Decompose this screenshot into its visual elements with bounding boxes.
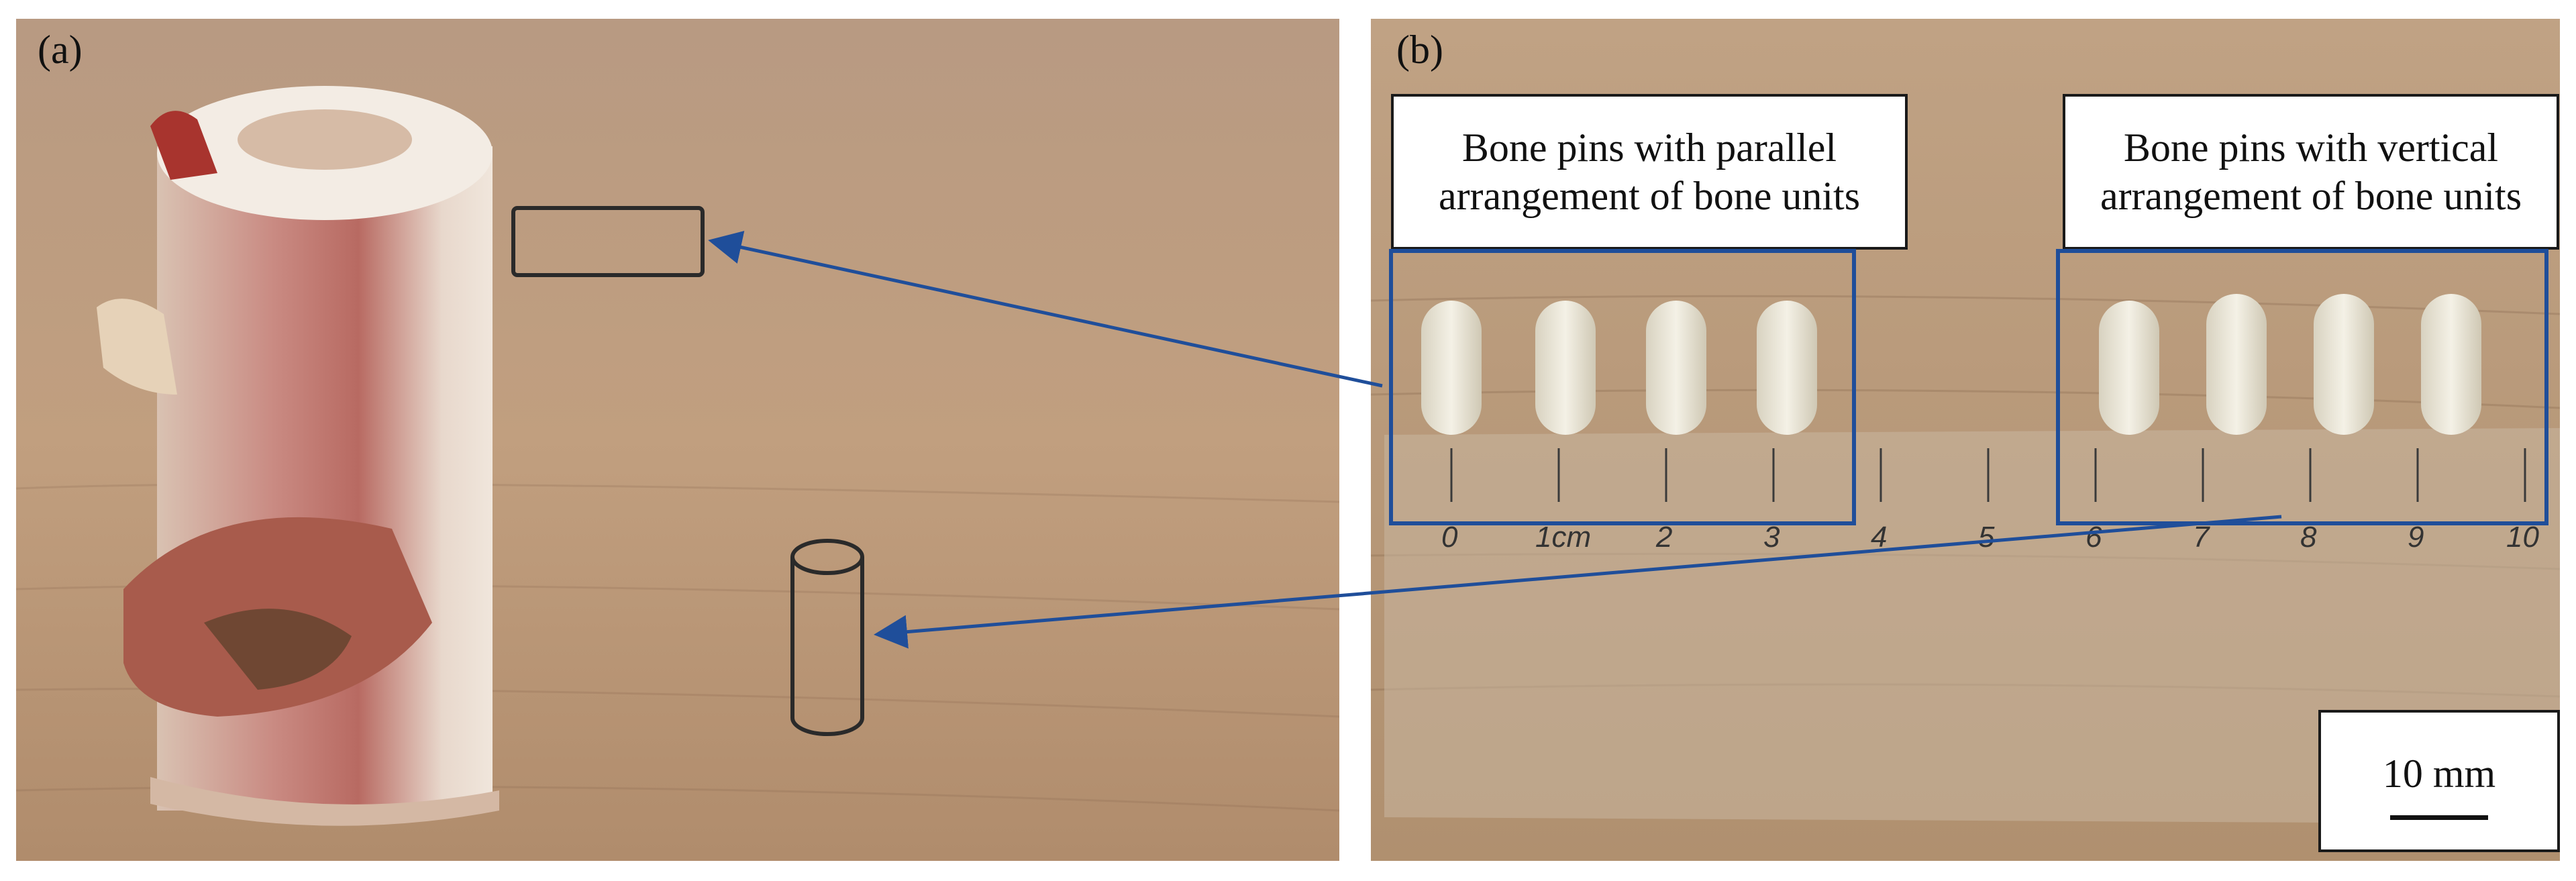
- label-line: arrangement of bone units: [2100, 174, 2522, 218]
- tissue-left: [97, 299, 177, 395]
- label-parallel-pins: Bone pins with parallel arrangement of b…: [1391, 94, 1908, 250]
- bone-specimen-photo: [16, 19, 1339, 861]
- ruler-label: 6: [2085, 521, 2102, 554]
- ruler-label: 2: [1656, 521, 1673, 554]
- tissue-dark: [204, 609, 352, 690]
- ruler-label: 10: [2506, 521, 2539, 554]
- panel-a-label: (a): [38, 28, 83, 72]
- panel-b-photo: 0 1cm 2 3 4 5 6 7 8 9 10 (b) Bone pins w…: [1371, 19, 2560, 861]
- label-line: Bone pins with vertical: [2123, 125, 2499, 170]
- scale-bar-box: 10 mm: [2318, 710, 2560, 852]
- ruler-label: 1cm: [1535, 521, 1592, 554]
- ruler-label: 4: [1871, 521, 1888, 554]
- marrow-cavity: [238, 109, 412, 170]
- ruler-label: 0: [1441, 521, 1458, 554]
- label-line: Bone pins with parallel: [1461, 125, 1837, 170]
- ruler-label: 5: [1978, 521, 1995, 554]
- tissue-top: [150, 111, 217, 180]
- ruler-label: 3: [1763, 521, 1780, 554]
- scale-bar-label: 10 mm: [2382, 751, 2496, 796]
- ruler-label: 7: [2193, 521, 2210, 554]
- scale-bar: [2390, 815, 2488, 820]
- panel-a-photo: (a): [16, 19, 1339, 861]
- ruler-label: 9: [2408, 521, 2424, 554]
- panel-b-label: (b): [1396, 28, 1443, 72]
- bone-base: [150, 777, 499, 826]
- label-vertical-pins: Bone pins with vertical arrangement of b…: [2063, 94, 2559, 250]
- label-line: arrangement of bone units: [1438, 174, 1861, 218]
- ruler-label: 8: [2300, 521, 2317, 554]
